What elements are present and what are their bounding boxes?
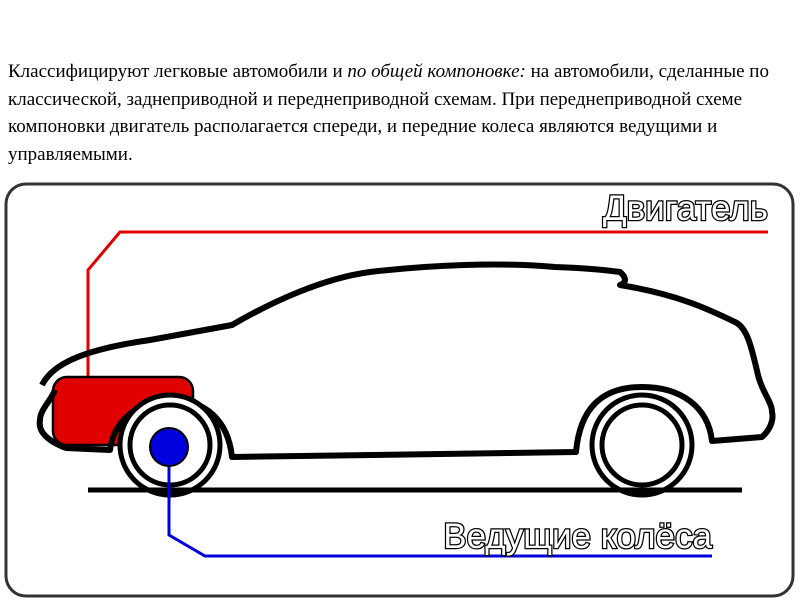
- description-paragraph: Классифицируют легковые автомобили и по …: [8, 58, 788, 168]
- text-body: на автомобили, сделанные по классической…: [8, 61, 769, 165]
- drive-wheel-leader-line: [167, 462, 712, 558]
- engine-label: Двигатель: [603, 189, 768, 228]
- drive-wheel-hub: [149, 427, 189, 467]
- diagram-frame: [4, 182, 795, 598]
- car-diagram-svg: Двигатель Ведущие колёса: [4, 182, 795, 598]
- drive-wheels-label: Ведущие колёса: [443, 517, 712, 556]
- engine-leader-line: [86, 230, 768, 378]
- text-intro: Классифицируют легковые автомобили и: [8, 61, 348, 82]
- car-layout-diagram: Двигатель Ведущие колёса: [0, 180, 800, 600]
- text-italic-term: по общей компоновке:: [347, 61, 526, 82]
- rear-wheel-rim: [599, 402, 685, 488]
- rear-wheel-tire: [589, 392, 695, 498]
